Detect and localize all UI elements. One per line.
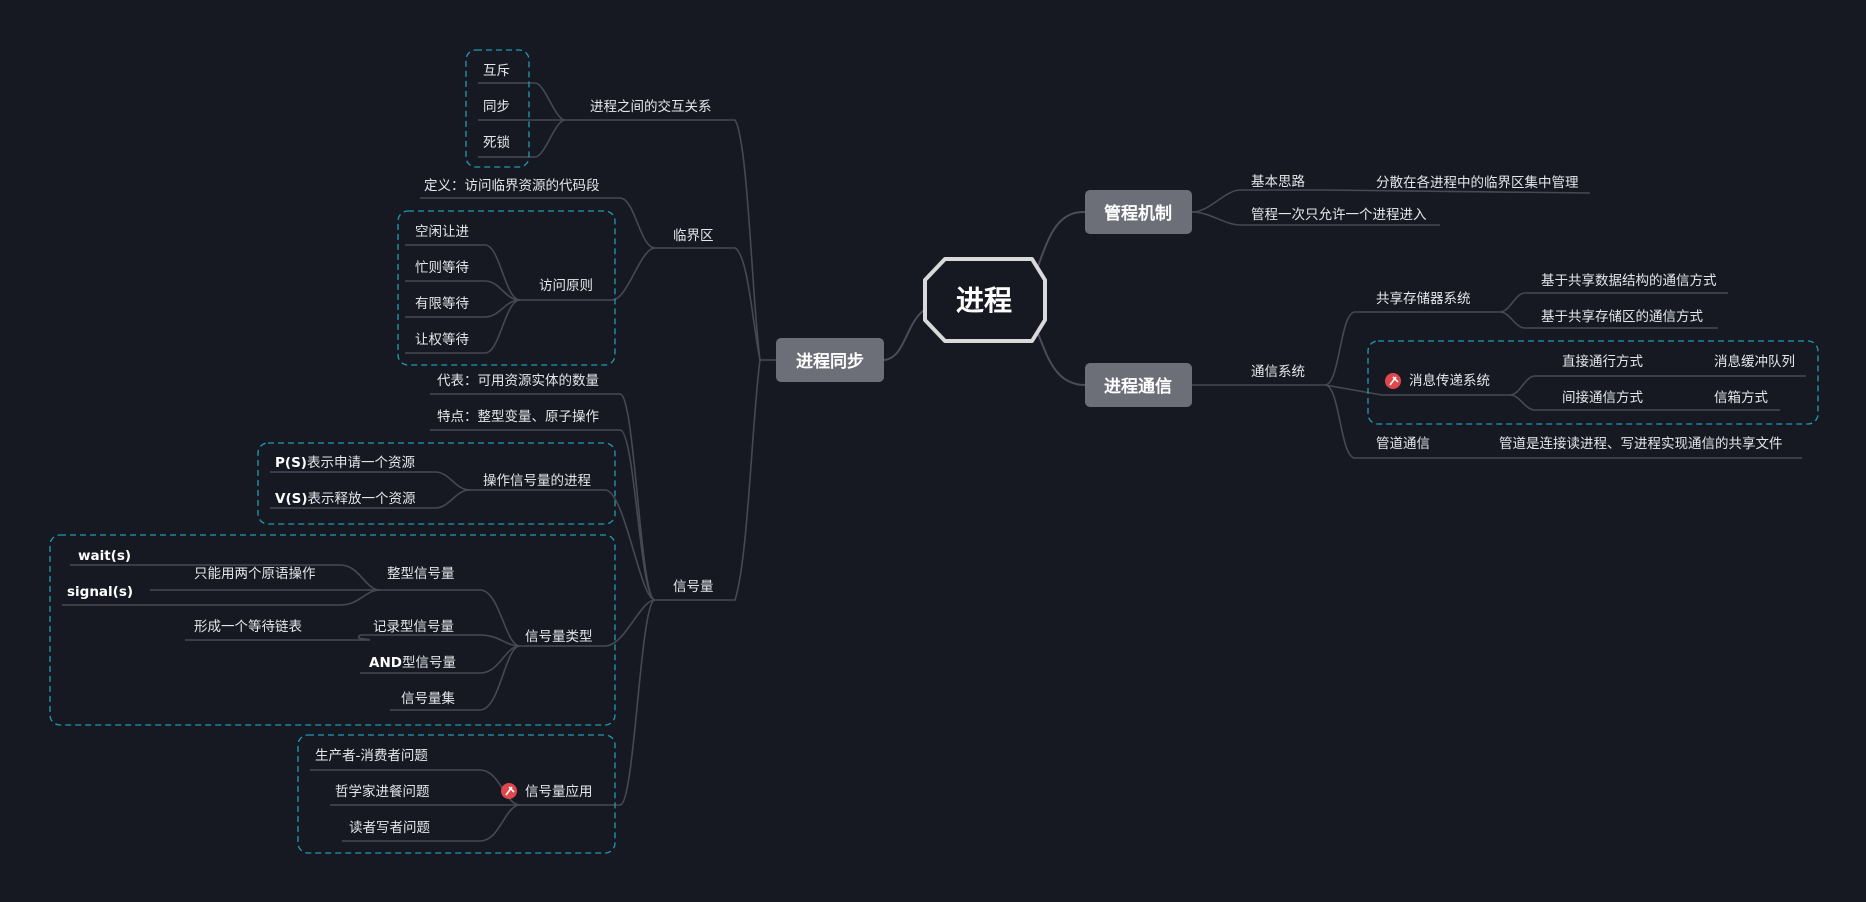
topic-apps-item[interactable]: 读者写者问题 xyxy=(349,820,430,836)
topic-semaphore[interactable]: 信号量 xyxy=(673,579,714,595)
topic-principle[interactable]: 访问原则 xyxy=(539,278,593,294)
topic-yici[interactable]: 管程一次只允许一个进程进入 xyxy=(1251,207,1427,223)
boundary-message xyxy=(1367,340,1819,425)
main-topic-guanli[interactable]: 管程机制 xyxy=(1085,190,1192,234)
topic-apps[interactable]: 信号量应用 xyxy=(525,783,593,800)
topic-jiben-detail[interactable]: 分散在各进程中的临界区集中管理 xyxy=(1376,175,1579,191)
topic-interaction-item[interactable]: 同步 xyxy=(483,99,510,115)
boundary-ops xyxy=(257,442,616,525)
topic-principle-item[interactable]: 空闲让进 xyxy=(415,224,469,240)
topic-direct[interactable]: 直接通行方式 xyxy=(1562,353,1643,370)
pin-icon xyxy=(501,783,517,799)
topic-and-semaphore[interactable]: AND型信号量 xyxy=(369,655,456,671)
boundaries xyxy=(49,49,1819,854)
topic-principle-item[interactable]: 有限等待 xyxy=(415,295,469,312)
boundary-principle xyxy=(397,210,616,366)
topic-message-passing[interactable]: 消息传递系统 xyxy=(1409,372,1490,389)
boundary-types xyxy=(49,534,616,726)
topic-principle-item[interactable]: 忙则等待 xyxy=(415,259,469,276)
pin-icon xyxy=(1385,373,1401,389)
topic-types[interactable]: 信号量类型 xyxy=(525,629,593,645)
branch-tongxin xyxy=(1192,292,1806,459)
topic-record[interactable]: 记录型信号量 xyxy=(373,619,454,635)
topic-apps-item[interactable]: 哲学家进餐问题 xyxy=(335,783,430,800)
topic-comm-system[interactable]: 通信系统 xyxy=(1251,364,1305,380)
topic-interaction-item[interactable]: 互斥 xyxy=(483,63,510,79)
topic-direct-detail[interactable]: 消息缓冲队列 xyxy=(1714,353,1795,370)
branch-guanli xyxy=(1191,189,1591,226)
main-topic-tongbu-label: 进程同步 xyxy=(796,351,864,372)
topic-principle-item[interactable]: 让权等待 xyxy=(415,331,469,348)
topic-pipe[interactable]: 管道通信 xyxy=(1376,436,1430,452)
topic-wait[interactable]: wait(s) xyxy=(78,548,131,564)
main-topic-tongxin-label: 进程通信 xyxy=(1104,376,1172,397)
topic-definition[interactable]: 定义：访问临界资源的代码段 xyxy=(424,178,600,194)
boundary-apps xyxy=(297,734,616,854)
topic-shared-item[interactable]: 基于共享存储区的通信方式 xyxy=(1541,308,1703,325)
topic-pipe-detail[interactable]: 管道是连接读进程、写进程实现通信的共享文件 xyxy=(1499,435,1783,452)
topic-v-op[interactable]: V(S)表示释放一个资源 xyxy=(275,491,416,507)
topic-interaction[interactable]: 进程之间的交互关系 xyxy=(590,98,712,115)
topic-indirect[interactable]: 间接通信方式 xyxy=(1562,389,1643,406)
topic-ops[interactable]: 操作信号量的进程 xyxy=(483,473,591,489)
topic-represent[interactable]: 代表：可用资源实体的数量 xyxy=(437,373,599,389)
topic-integer[interactable]: 整型信号量 xyxy=(387,566,455,582)
central-topic[interactable]: 进程 xyxy=(923,257,1047,343)
topic-jiben[interactable]: 基本思路 xyxy=(1251,173,1305,190)
topic-shared-memory[interactable]: 共享存储器系统 xyxy=(1376,290,1471,307)
topic-feature[interactable]: 特点：整型变量、原子操作 xyxy=(437,409,599,425)
branch-tongbu xyxy=(62,82,776,842)
topic-apps-item[interactable]: 生产者-消费者问题 xyxy=(315,748,428,764)
topic-integer-note[interactable]: 只能用两个原语操作 xyxy=(194,566,316,582)
topic-critical-section[interactable]: 临界区 xyxy=(673,228,714,244)
topic-semaphore-set[interactable]: 信号量集 xyxy=(401,691,455,707)
main-topic-guanli-label: 管程机制 xyxy=(1104,203,1172,224)
topic-shared-item[interactable]: 基于共享数据结构的通信方式 xyxy=(1541,272,1717,289)
boundary-interaction xyxy=(465,49,530,168)
central-topic-label: 进程 xyxy=(956,284,1012,317)
main-topic-tongxin[interactable]: 进程通信 xyxy=(1085,363,1192,407)
topic-p-op[interactable]: P(S)表示申请一个资源 xyxy=(275,455,415,471)
topic-signal[interactable]: signal(s) xyxy=(67,584,133,600)
topic-record-note[interactable]: 形成一个等待链表 xyxy=(194,618,302,635)
topic-interaction-item[interactable]: 死锁 xyxy=(483,135,510,151)
topic-indirect-detail[interactable]: 信箱方式 xyxy=(1714,390,1768,406)
main-topic-tongbu[interactable]: 进程同步 xyxy=(776,338,884,382)
